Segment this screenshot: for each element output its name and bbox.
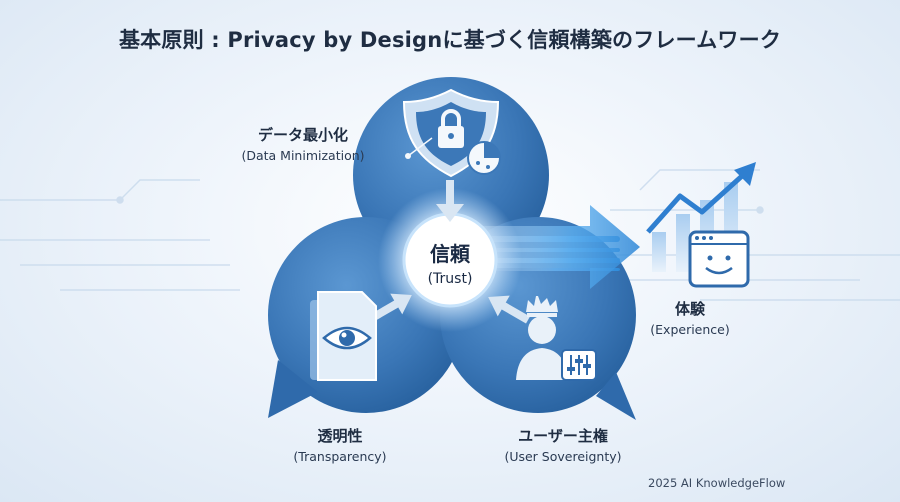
experience-subtitle: (Experience) xyxy=(650,322,730,337)
data-minimization-label: データ最小化 (Data Minimization) xyxy=(228,124,378,163)
user-sovereignty-title: ユーザー主権 xyxy=(518,427,608,445)
page-title: 基本原則 : Privacy by Designに基づく信頼構築のフレームワーク xyxy=(118,28,782,52)
credit-text: 2025 AI KnowledgeFlow xyxy=(648,476,786,490)
trust-label: 信頼 (Trust) xyxy=(404,238,496,287)
trust-title: 信頼 xyxy=(430,242,470,266)
user-sovereignty-label: ユーザー主権 (User Sovereignty) xyxy=(488,425,638,464)
eye-document-icon xyxy=(310,291,377,381)
growth-chart-smile-icon xyxy=(646,162,756,288)
arrow-up-right-icon xyxy=(370,293,412,322)
transparency-title: 透明性 xyxy=(317,427,363,445)
arrow-down-icon xyxy=(436,180,464,222)
transparency-label: 透明性 (Transparency) xyxy=(280,425,400,464)
experience-title: 体験 xyxy=(674,300,705,318)
data-minimization-subtitle: (Data Minimization) xyxy=(241,148,365,163)
trust-subtitle: (Trust) xyxy=(427,271,473,287)
crowned-user-sliders-icon xyxy=(516,296,597,381)
data-minimization-title: データ最小化 xyxy=(257,126,348,144)
experience-label: 体験 (Experience) xyxy=(630,298,750,337)
user-sovereignty-subtitle: (User Sovereignty) xyxy=(504,449,622,464)
transparency-subtitle: (Transparency) xyxy=(293,449,387,464)
shield-lock-icon xyxy=(402,88,501,178)
arrow-up-left-icon xyxy=(488,295,530,324)
trust-core xyxy=(378,188,522,332)
